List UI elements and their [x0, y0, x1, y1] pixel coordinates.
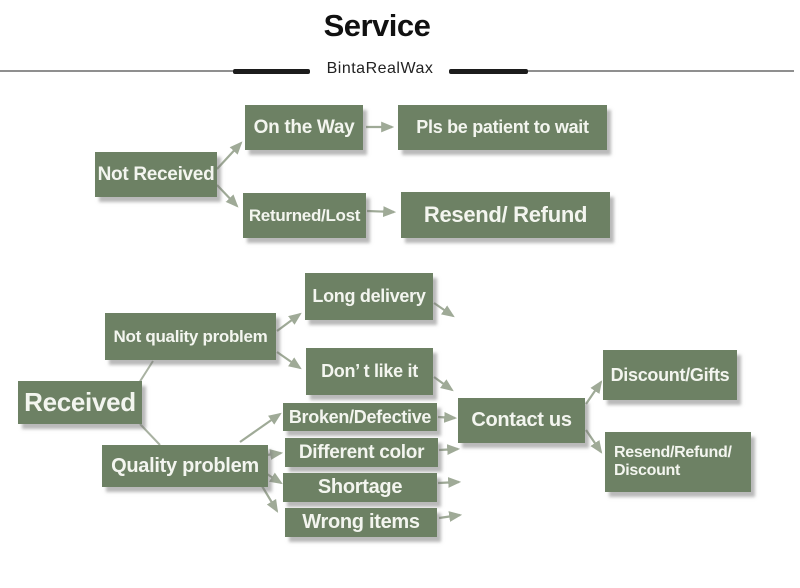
- node-quality-problem: Quality problem: [102, 445, 268, 487]
- node-not-quality-problem: Not quality problem: [105, 313, 276, 360]
- node-received: Received: [18, 381, 142, 424]
- divider-bar-right: [449, 69, 528, 74]
- page-title: Service: [323, 8, 431, 43]
- brand-label: BintaRealWax: [326, 60, 434, 77]
- divider-line-right: [528, 70, 794, 72]
- node-discount-gifts: Discount/Gifts: [603, 350, 737, 400]
- node-resend-refund-discount: Resend/Refund/ Discount: [605, 432, 751, 492]
- node-pls-be-patient: Pls be patient to wait: [398, 105, 607, 150]
- node-wrong-items: Wrong items: [285, 508, 437, 537]
- node-broken-defective: Broken/Defective: [283, 403, 437, 431]
- divider-bar-left: [233, 69, 310, 74]
- node-returned-lost: Returned/Lost: [243, 193, 366, 238]
- node-on-the-way: On the Way: [245, 105, 363, 150]
- node-long-delivery: Long delivery: [305, 273, 433, 320]
- node-contact-us: Contact us: [458, 398, 585, 443]
- node-not-received: Not Received: [95, 152, 217, 197]
- divider-line-left: [0, 70, 233, 72]
- node-shortage: Shortage: [283, 473, 437, 502]
- node-dont-like-it: Don’ t like it: [306, 348, 433, 395]
- node-resend-refund: Resend/ Refund: [401, 192, 610, 238]
- node-different-color: Different color: [285, 438, 438, 467]
